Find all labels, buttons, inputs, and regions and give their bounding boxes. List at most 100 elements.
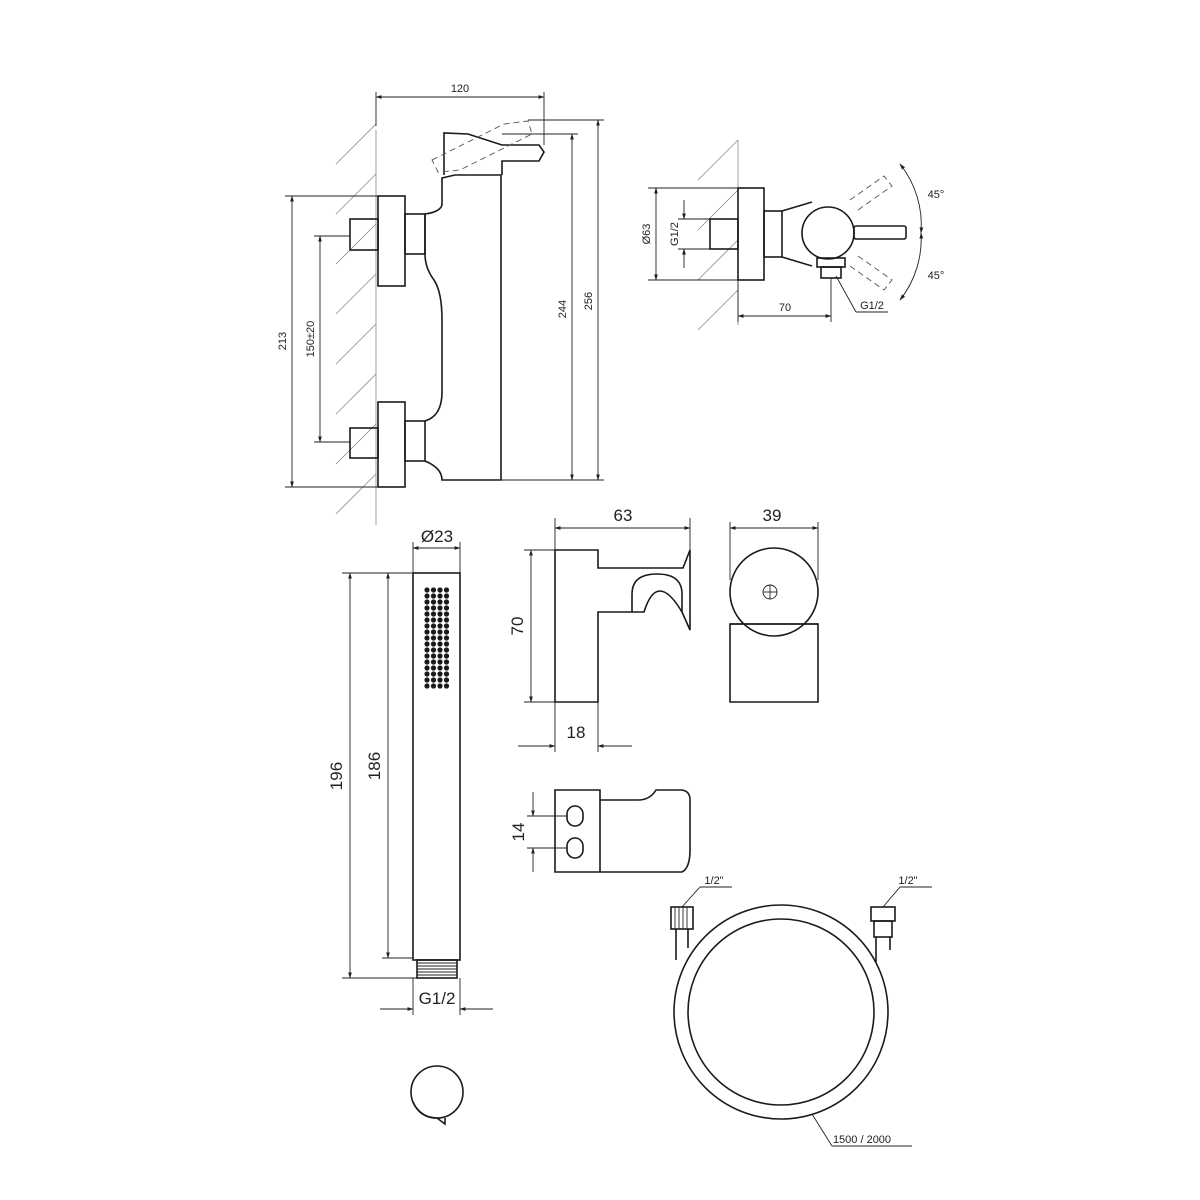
- nozzle-dot: [424, 683, 430, 689]
- nozzle-dot: [443, 611, 450, 617]
- nozzle-dot: [424, 623, 430, 629]
- nozzle-dot: [424, 647, 430, 653]
- nozzle-dot: [437, 671, 443, 677]
- nozzle-dot: [430, 671, 437, 677]
- dim-mixer-213: 213: [277, 332, 289, 350]
- nozzle-dot: [443, 647, 450, 653]
- nozzle-dot: [430, 605, 437, 611]
- dim-holder-height: 70: [508, 617, 527, 636]
- nozzle-dot: [437, 599, 443, 605]
- nozzle-dot: [424, 599, 430, 605]
- nozzle-dot: [430, 665, 437, 671]
- dim-holder-slots: 14: [509, 823, 528, 842]
- dim-handshower-diameter: Ø23: [421, 527, 453, 546]
- nozzle-dot: [424, 641, 430, 647]
- nozzle-dot: [430, 623, 437, 629]
- dim-mixer-244: 244: [557, 300, 569, 318]
- nozzle-dot: [437, 623, 443, 629]
- nozzle-dot: [424, 605, 430, 611]
- nozzle-dot: [424, 677, 430, 683]
- dim-side-depth: 70: [779, 302, 791, 314]
- nozzle-dot: [424, 629, 430, 635]
- dim-handshower-196: 196: [327, 762, 346, 790]
- nozzle-dot: [430, 635, 437, 641]
- nozzle-dot: [437, 665, 443, 671]
- nozzle-dot: [437, 587, 443, 593]
- dim-holder-width: 63: [614, 506, 633, 525]
- wall-hatch-side: [697, 139, 739, 331]
- dim-mixer-256: 256: [583, 292, 595, 310]
- nozzle-dot: [443, 593, 450, 599]
- nozzle-dot: [430, 647, 437, 653]
- nozzle-dot: [424, 671, 430, 677]
- dim-mixer-spacing: 150±20: [305, 321, 317, 358]
- nozzle-dot: [443, 599, 450, 605]
- nozzle-dot: [443, 659, 450, 665]
- nozzle-dot: [424, 665, 430, 671]
- nozzle-dot: [437, 677, 443, 683]
- dim-angle-bottom: 45°: [928, 270, 945, 282]
- holder-top-view: 14: [509, 789, 691, 873]
- dim-handshower-thread: G1/2: [419, 989, 456, 1008]
- nozzle-dot: [443, 617, 450, 623]
- nozzle-dot: [437, 593, 443, 599]
- nozzle-dot: [430, 593, 437, 599]
- nozzle-dot: [430, 617, 437, 623]
- mixer-front-view: 120 213 150±20 244 256: [277, 83, 604, 525]
- dim-side-diameter: Ø63: [641, 224, 653, 245]
- nozzle-dot: [424, 593, 430, 599]
- handshower-view: Ø23 196 186 G1/2: [327, 527, 493, 1126]
- nozzle-dot: [430, 683, 437, 689]
- nozzle-dot: [437, 617, 443, 623]
- nozzle-dot: [437, 647, 443, 653]
- nozzle-dot: [443, 587, 450, 593]
- nozzle-dot: [443, 683, 450, 689]
- nozzle-dot: [443, 665, 450, 671]
- holder-front-view: 39: [729, 506, 819, 703]
- nozzle-dot: [430, 659, 437, 665]
- nozzle-dot: [437, 641, 443, 647]
- nozzle-dot: [443, 629, 450, 635]
- dim-holder-base: 18: [567, 723, 586, 742]
- nozzle-dot: [430, 611, 437, 617]
- nozzle-dot: [437, 611, 443, 617]
- nozzle-dot: [424, 653, 430, 659]
- holder-side-view: 63 70 18: [508, 506, 691, 752]
- nozzle-dot: [437, 605, 443, 611]
- nozzle-dot: [437, 635, 443, 641]
- handshower-threads: [417, 962, 457, 976]
- nozzle-dot: [424, 587, 430, 593]
- nozzle-dot: [424, 611, 430, 617]
- nozzle-dot: [443, 653, 450, 659]
- nozzle-dot: [443, 677, 450, 683]
- nozzle-dot: [437, 659, 443, 665]
- nozzle-dot: [430, 629, 437, 635]
- dim-side-outlet: G1/2: [860, 300, 884, 312]
- dim-side-inlet: G1/2: [669, 222, 681, 246]
- dim-holder-front-width: 39: [763, 506, 782, 525]
- dim-handshower-186: 186: [365, 752, 384, 780]
- nozzle-dot: [430, 653, 437, 659]
- nozzle-dot: [424, 635, 430, 641]
- label-hose-right: 1/2": [898, 875, 917, 887]
- nozzle-dot: [437, 653, 443, 659]
- hose-view: 1/2" 1/2" 1500 / 2000: [670, 875, 932, 1147]
- dim-angle-top: 45°: [928, 189, 945, 201]
- nozzle-dot: [443, 635, 450, 641]
- nozzle-dot: [424, 617, 430, 623]
- mixer-side-view: 45° 45° Ø63 G1/2 70 G1/2: [641, 139, 945, 331]
- nozzle-dot: [430, 677, 437, 683]
- nozzle-dot: [424, 659, 430, 665]
- label-hose-left: 1/2": [704, 875, 723, 887]
- wall-hatch: [335, 123, 377, 525]
- handshower-nozzles: [424, 587, 450, 689]
- nozzle-dot: [443, 605, 450, 611]
- nozzle-dot: [443, 671, 450, 677]
- nozzle-dot: [430, 641, 437, 647]
- nozzle-dot: [443, 623, 450, 629]
- nozzle-dot: [430, 587, 437, 593]
- label-hose-length: 1500 / 2000: [833, 1134, 891, 1146]
- nozzle-dot: [437, 683, 443, 689]
- nozzle-dot: [437, 629, 443, 635]
